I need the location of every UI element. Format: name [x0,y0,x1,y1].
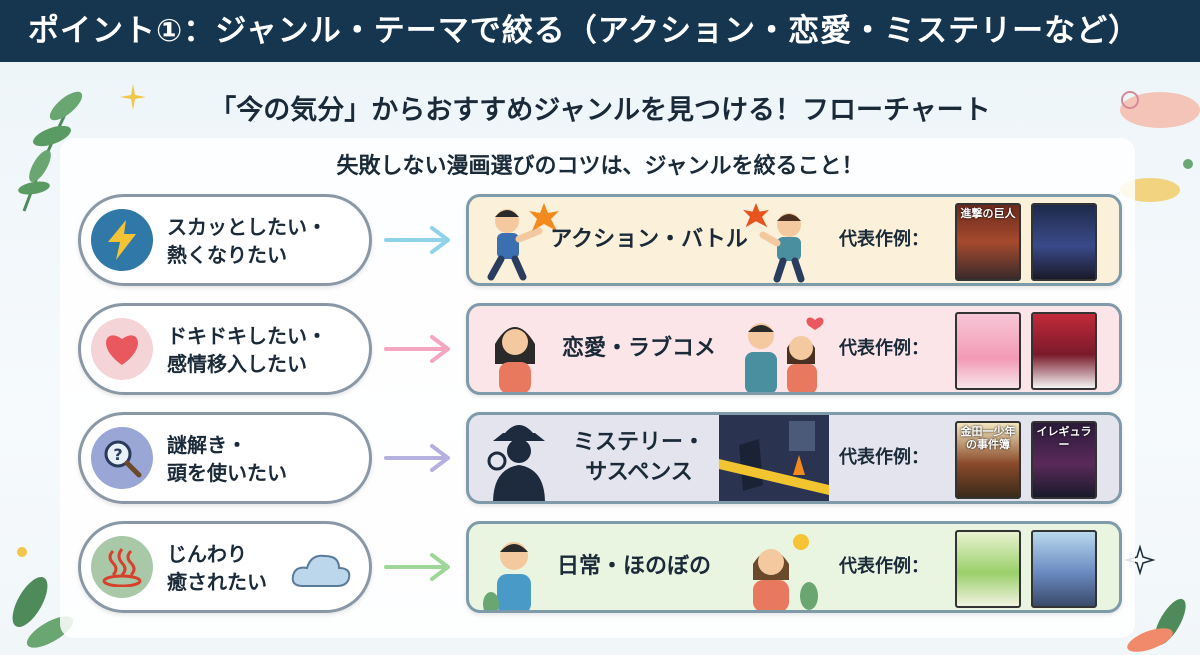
flower-decoration-right-icon [1120,91,1200,202]
mood-text: ドキドキしたい・ 感情移入したい [167,322,327,378]
mood-box-action: スカッとしたい・ 熱くなりたい [78,194,372,286]
detective-silhouette-icon [487,425,545,501]
woman-figure-icon [753,534,818,610]
representative-label: 代表作例： [839,447,929,468]
header-banner: ポイント①：ジャンル・テーマで絞る（アクション・恋愛・ミステリーなど） [0,0,1200,62]
mood-text: スカッとしたい・ 熱くなりたい [167,213,327,269]
boy-figure-icon [483,542,531,610]
manga-cover [1031,312,1097,390]
genre-name: 恋愛・ラブコメ [539,306,739,392]
genre-line-1: 恋愛・ラブコメ [561,336,716,361]
mood-box-romance: ドキドキしたい・ 感情移入したい [78,303,372,395]
genre-line-2: サスペンス [585,460,693,485]
manga-cover: 金田一少年の事件簿 [955,421,1021,499]
flowchart-title: 「今の気分」からおすすめジャンルを見つける！フローチャート [209,95,991,126]
sparkle-icon [120,84,146,110]
genre-name: ミステリー・ サスペンス [549,415,729,501]
mood-box-mystery: ? 謎解き・ 頭を使いたい [78,412,372,504]
arrow-right-icon [384,335,450,363]
cover-title: 進撃の巨人 [960,207,1016,220]
svg-text:?: ? [113,445,122,464]
leaf-decoration-left-icon [18,91,83,212]
magnifier-icon: ? [91,427,153,489]
mood-line-1: ドキドキしたい・ [167,324,327,348]
fighter-figure-icon [487,209,543,281]
manga-cover [955,312,1021,390]
mood-box-slice-of-life: じんわり 癒されたい [78,521,372,613]
cover-title: 金田一少年の事件簿 [960,425,1016,451]
genre-line-1: ミステリー・ [572,430,705,455]
representative-label: 代表作例： [839,229,929,250]
mood-line-2: 熱くなりたい [167,243,287,267]
mood-text: 謎解き・ 頭を使いたい [167,431,287,487]
genre-line-1: アクション・バトル [550,227,748,252]
mood-line-2: 頭を使いたい [167,461,287,485]
manga-cover: イレギュラー [1031,421,1097,499]
mood-line-2: 感情移入したい [167,352,307,376]
genre-name: アクション・バトル [529,197,769,283]
manga-cover [1031,530,1097,608]
heart-icon [91,318,153,380]
mood-line-1: スカッとしたい・ [167,215,327,239]
crime-scene-icon [719,415,829,501]
explosion-icon [529,203,559,231]
manga-cover: 進撃の巨人 [955,203,1021,281]
mood-text: じんわり 癒されたい [167,540,267,596]
genre-line-1: 日常・ほのぼの [556,554,711,579]
lightning-icon [91,209,153,271]
genre-name: 日常・ほのぼの [539,524,729,610]
cloud-icon [291,554,351,587]
representative-label: 代表作例： [839,338,929,359]
arrow-right-icon [384,226,450,254]
genre-box-action: アクション・バトル 代表作例： 進撃の巨人 [466,194,1122,286]
representative-label: 代表作例： [839,556,929,577]
girl-figure-icon [495,327,535,392]
manga-cover [1031,203,1097,281]
explosion-icon [743,203,769,228]
manga-cover [955,530,1021,608]
arrow-right-icon [384,553,450,581]
genre-box-romance: 恋愛・ラブコメ 代表作例： [466,303,1122,395]
hot-spring-icon [91,536,153,598]
genre-box-slice-of-life: 日常・ほのぼの 代表作例： [466,521,1122,613]
mood-line-1: じんわり [167,542,247,566]
cover-title: イレギュラー [1036,425,1092,451]
fighter-figure-icon [759,213,805,283]
couple-figure-icon [745,317,824,392]
flowchart-subtitle: 失敗しない漫画選びのコツは、ジャンルを絞ること！ [336,154,864,179]
mood-line-1: 謎解き・ [167,433,247,457]
genre-box-mystery: ミステリー・ サスペンス 代表作例： 金田一少年の事件簿 イレギュラー [466,412,1122,504]
arrow-right-icon [384,444,450,472]
mood-line-2: 癒されたい [167,570,267,594]
flowchart-area: 「今の気分」からおすすめジャンルを見つける！フローチャート 失敗しない漫画選びの… [0,62,1200,655]
header-title: ポイント①：ジャンル・テーマで絞る（アクション・恋愛・ミステリーなど） [28,13,1141,49]
